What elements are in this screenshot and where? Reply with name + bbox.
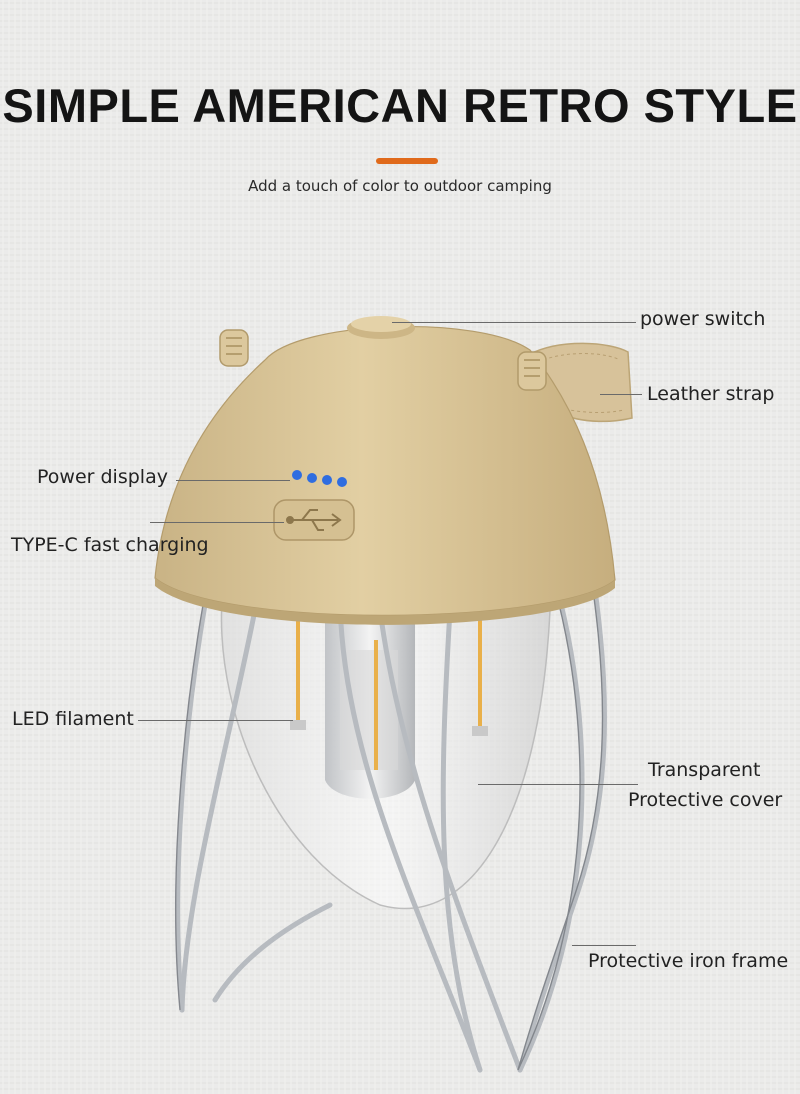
usb-icon: [286, 509, 342, 531]
type-c-port: [273, 499, 355, 541]
power-display-leds: [292, 470, 347, 487]
hinge-knob-left: [219, 329, 249, 367]
bulb-core: [325, 610, 415, 799]
accent-divider: [376, 158, 438, 164]
page-subtitle: Add a touch of color to outdoor camping: [248, 177, 552, 195]
hinge-knob-right: [517, 351, 547, 391]
led-filament-group: [290, 612, 488, 770]
power-display-label: Power display: [37, 466, 168, 488]
protective-cover-label-line2: Protective cover: [628, 789, 783, 811]
leather-strap-leader: [600, 394, 642, 395]
led-filament-leader: [138, 720, 293, 721]
power-switch-leader: [392, 322, 636, 323]
iron-frame-label: Protective iron frame: [588, 950, 789, 972]
type-c-leader: [150, 522, 284, 523]
led-filament-label: LED filament: [12, 708, 134, 730]
type-c-label: TYPE-C fast charging: [11, 534, 209, 556]
lamp-shade: [154, 325, 616, 625]
page-title: SIMPLE AMERICAN RETRO STYLE: [2, 79, 798, 132]
protective-cover-leader: [478, 784, 638, 785]
leather-strap-label: Leather strap: [647, 383, 775, 405]
power-switch-button: [347, 316, 415, 339]
iron-frame: [175, 587, 608, 1073]
protective-cover-label-line1: Transparent: [648, 759, 761, 781]
power-display-leader: [176, 480, 290, 481]
iron-frame-leader: [572, 945, 636, 946]
power-switch-label: power switch: [640, 308, 766, 330]
